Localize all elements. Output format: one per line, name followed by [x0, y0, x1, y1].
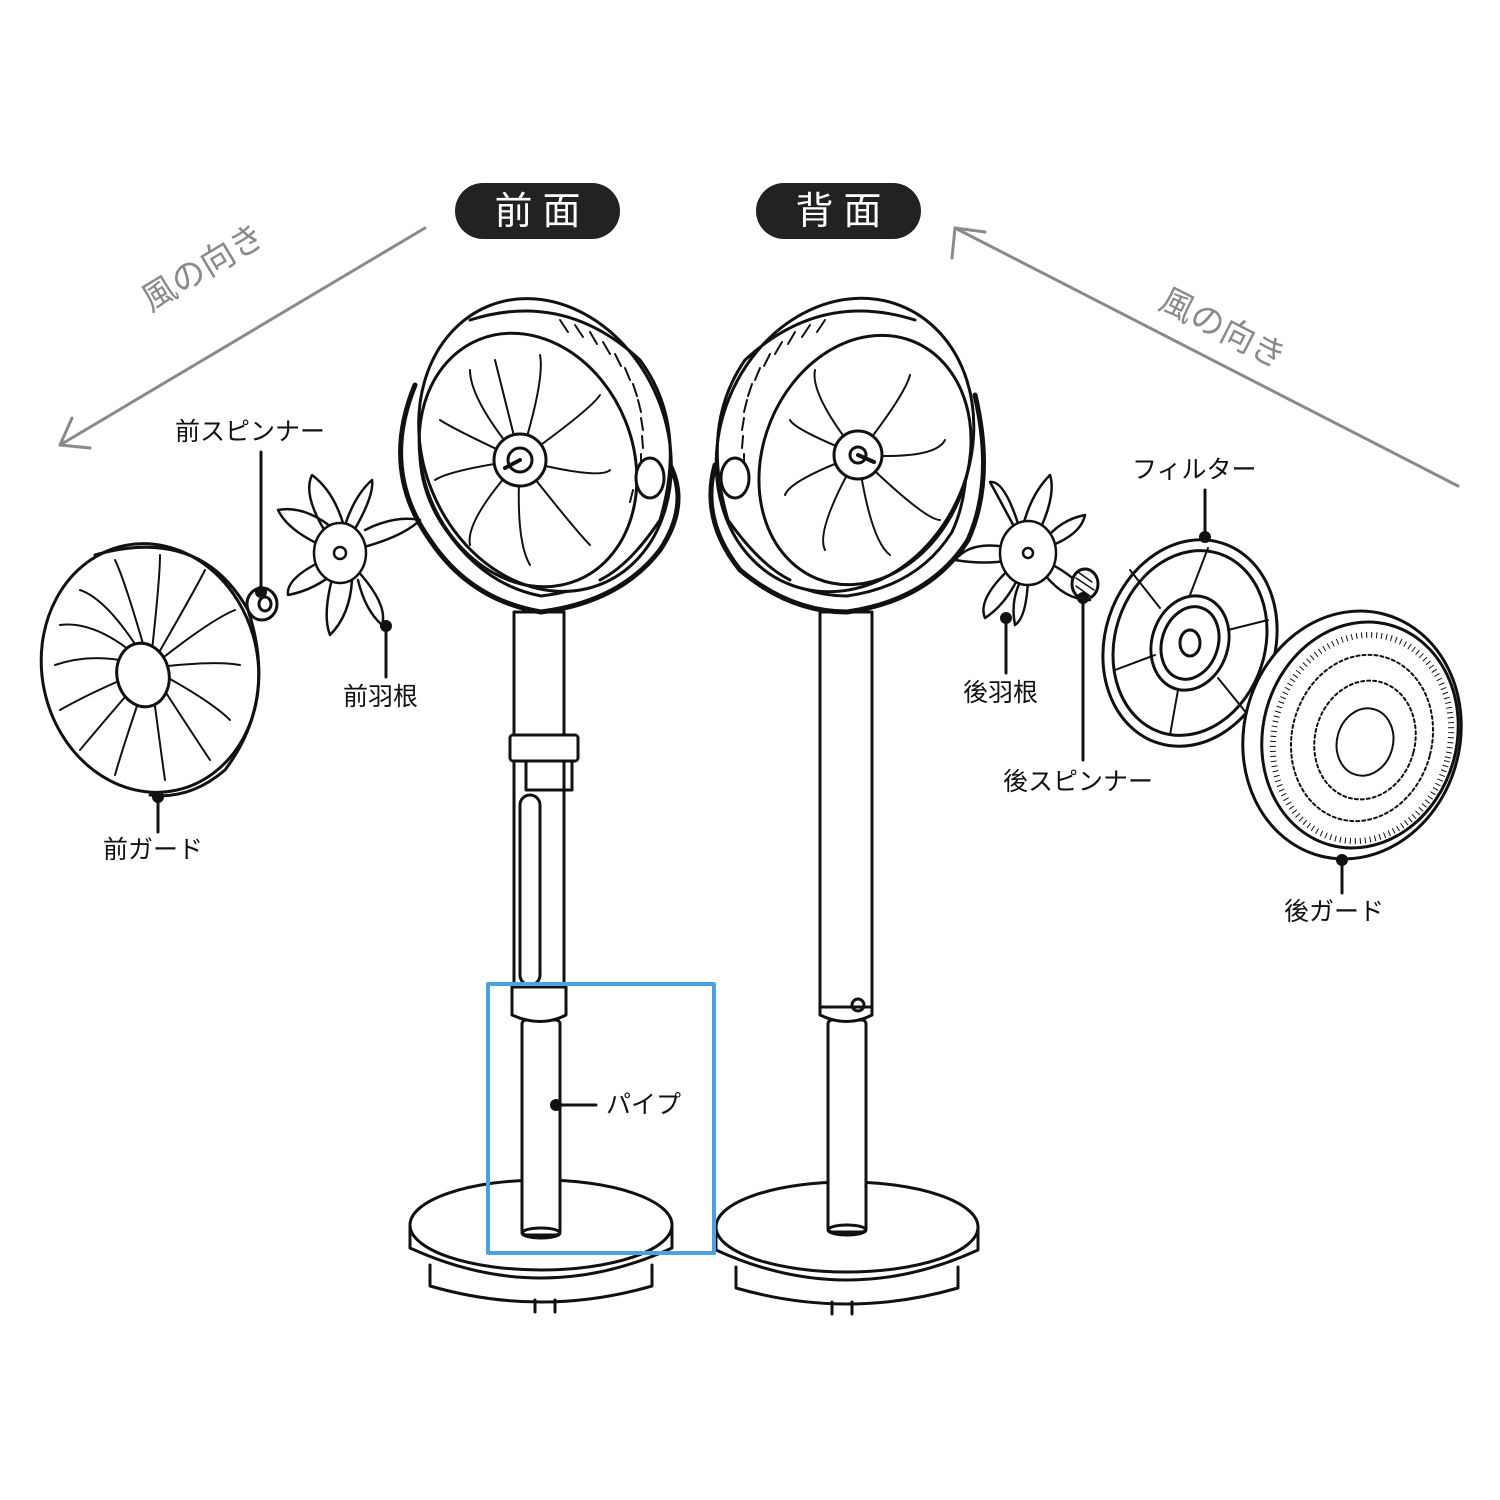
rear-blade-drawing — [953, 473, 1092, 627]
rear-guard-drawing — [1241, 609, 1463, 861]
wind-arrow-right — [950, 226, 1460, 488]
label-rear-spinner: 後スピンナー — [1003, 767, 1154, 796]
front-heading-text: 前面 — [494, 189, 591, 233]
front-guard-drawing — [39, 542, 261, 798]
front-blade-drawing — [276, 473, 422, 637]
label-rear-guard: 後ガード — [1284, 897, 1385, 926]
label-filter: フィルター — [1132, 455, 1257, 484]
back-yoke — [708, 392, 986, 615]
rear-spinner-drawing — [1070, 567, 1100, 601]
back-fan — [708, 296, 986, 1316]
back-upper-pipe — [818, 610, 874, 1009]
label-pipe: パイプ — [606, 1090, 682, 1119]
label-front-spinner: 前スピンナー — [175, 417, 326, 446]
front-lower-pipe — [520, 1018, 562, 1237]
label-front-guard: 前ガード — [103, 835, 204, 864]
leader-lines — [156, 450, 1344, 1107]
filter-drawing — [1101, 538, 1279, 748]
front-head-housing — [417, 297, 673, 593]
wind-arrow-left — [58, 226, 427, 450]
front-fan — [398, 297, 681, 1314]
back-heading: 背面 — [756, 183, 921, 239]
back-heading-text: 背面 — [795, 189, 892, 233]
label-front-blade: 前羽根 — [343, 682, 419, 711]
back-lower-pipe — [826, 1018, 868, 1234]
label-rear-blade: 後羽根 — [963, 678, 1039, 707]
pipe-highlight-box — [486, 982, 716, 1255]
front-yoke — [398, 382, 681, 615]
front-heading: 前面 — [455, 183, 620, 239]
leader-dots — [152, 531, 1348, 1111]
front-cord-clip — [508, 733, 580, 763]
